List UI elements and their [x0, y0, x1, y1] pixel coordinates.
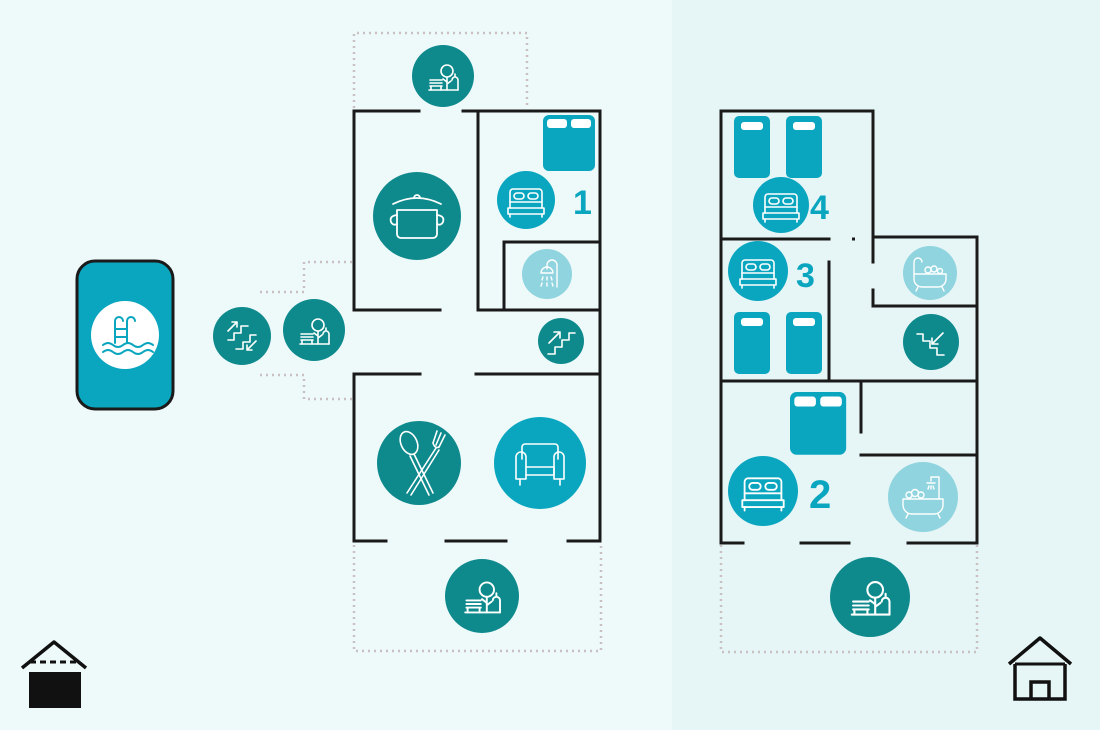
living-room: [494, 417, 586, 509]
ground-floor-plan: 1: [75, 31, 603, 653]
single-bed: [786, 116, 822, 178]
double-bed-top-view: [790, 392, 847, 455]
outdoor-stairs: [213, 307, 271, 365]
garden-north: [412, 45, 474, 107]
ground-floor-walls: [352, 109, 602, 543]
bedroom-4: 4: [753, 177, 829, 233]
single-bed: [786, 312, 822, 374]
room-number-label: 3: [796, 257, 815, 295]
room-number-label: 2: [809, 473, 831, 517]
kitchen: [373, 172, 461, 260]
outdoor-area-outline: [258, 31, 603, 653]
double-bed-top-view: [543, 115, 595, 171]
bedroom-2: 2: [728, 456, 831, 526]
garden-upper: [830, 557, 910, 637]
upper-floor-plan: 4 3 2: [719, 109, 979, 654]
bedroom-1: 1: [497, 171, 592, 229]
garage-house-icon: [20, 640, 88, 708]
single-bed: [734, 312, 770, 374]
stairs-up: [538, 318, 584, 364]
bedroom-3: 3: [728, 241, 815, 301]
shower-room: [522, 249, 572, 299]
bathroom-suite: [888, 462, 958, 532]
room-number-label: 1: [573, 184, 592, 222]
bathroom-upper: [903, 246, 957, 300]
upper-floor-walls: [719, 109, 979, 545]
room-number-label: 4: [810, 189, 829, 227]
garden-west: [283, 299, 345, 361]
balcony-outline: [719, 545, 979, 654]
single-bed: [734, 116, 770, 178]
dining-room: [377, 421, 461, 505]
garden-south: [445, 559, 519, 633]
stairs-down: [903, 314, 959, 370]
swimming-pool: [75, 259, 175, 411]
house-icon: [1007, 636, 1073, 701]
